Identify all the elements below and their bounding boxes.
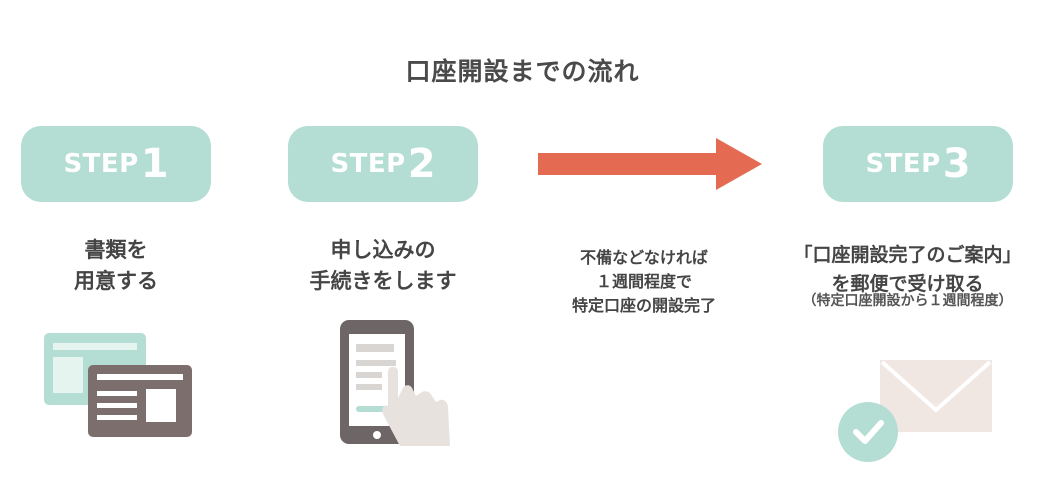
step3-number: 3 [942,141,971,187]
step2-number: 2 [407,141,436,187]
step1-word: STEP [63,149,139,179]
arrow-right-icon [538,138,762,190]
step1-description: 書類を 用意する [0,235,232,297]
arrow-note: 不備などなければ １週間程度で 特定口座の開設完了 [528,246,760,318]
page-title: 口座開設までの流れ [405,57,640,86]
documents-icon [44,333,192,437]
step3-line2: を郵便で受け取る [831,273,984,295]
step3-description: 「口座開設完了のご案内」 を郵便で受け取る [770,241,1045,299]
arrow-note-line2: １週間程度で [595,272,692,291]
step1-line1: 書類を [84,238,148,262]
step1-line2: 用意する [74,269,158,293]
smartphone-tap-icon [340,320,450,446]
arrow-note-line3: 特定口座の開設完了 [571,296,716,315]
step3-sub-note: （特定口座開設から１週間程度） [802,293,1013,309]
step2-line1: 申し込みの [330,238,436,262]
mail-check-icon [838,360,992,462]
step2-word: STEP [330,149,406,179]
arrow-note-line1: 不備などなければ [580,248,708,267]
step2-badge: STEP 2 [288,126,478,202]
step3-line1: 「口座開設完了のご案内」 [793,244,1022,266]
step1-number: 1 [140,141,169,187]
step1-badge: STEP 1 [21,126,211,202]
step2-description: 申し込みの 手続きをします [262,235,504,297]
step3-badge: STEP 3 [823,126,1013,202]
step3-word: STEP [865,149,941,179]
step2-line2: 手続きをします [309,269,457,293]
